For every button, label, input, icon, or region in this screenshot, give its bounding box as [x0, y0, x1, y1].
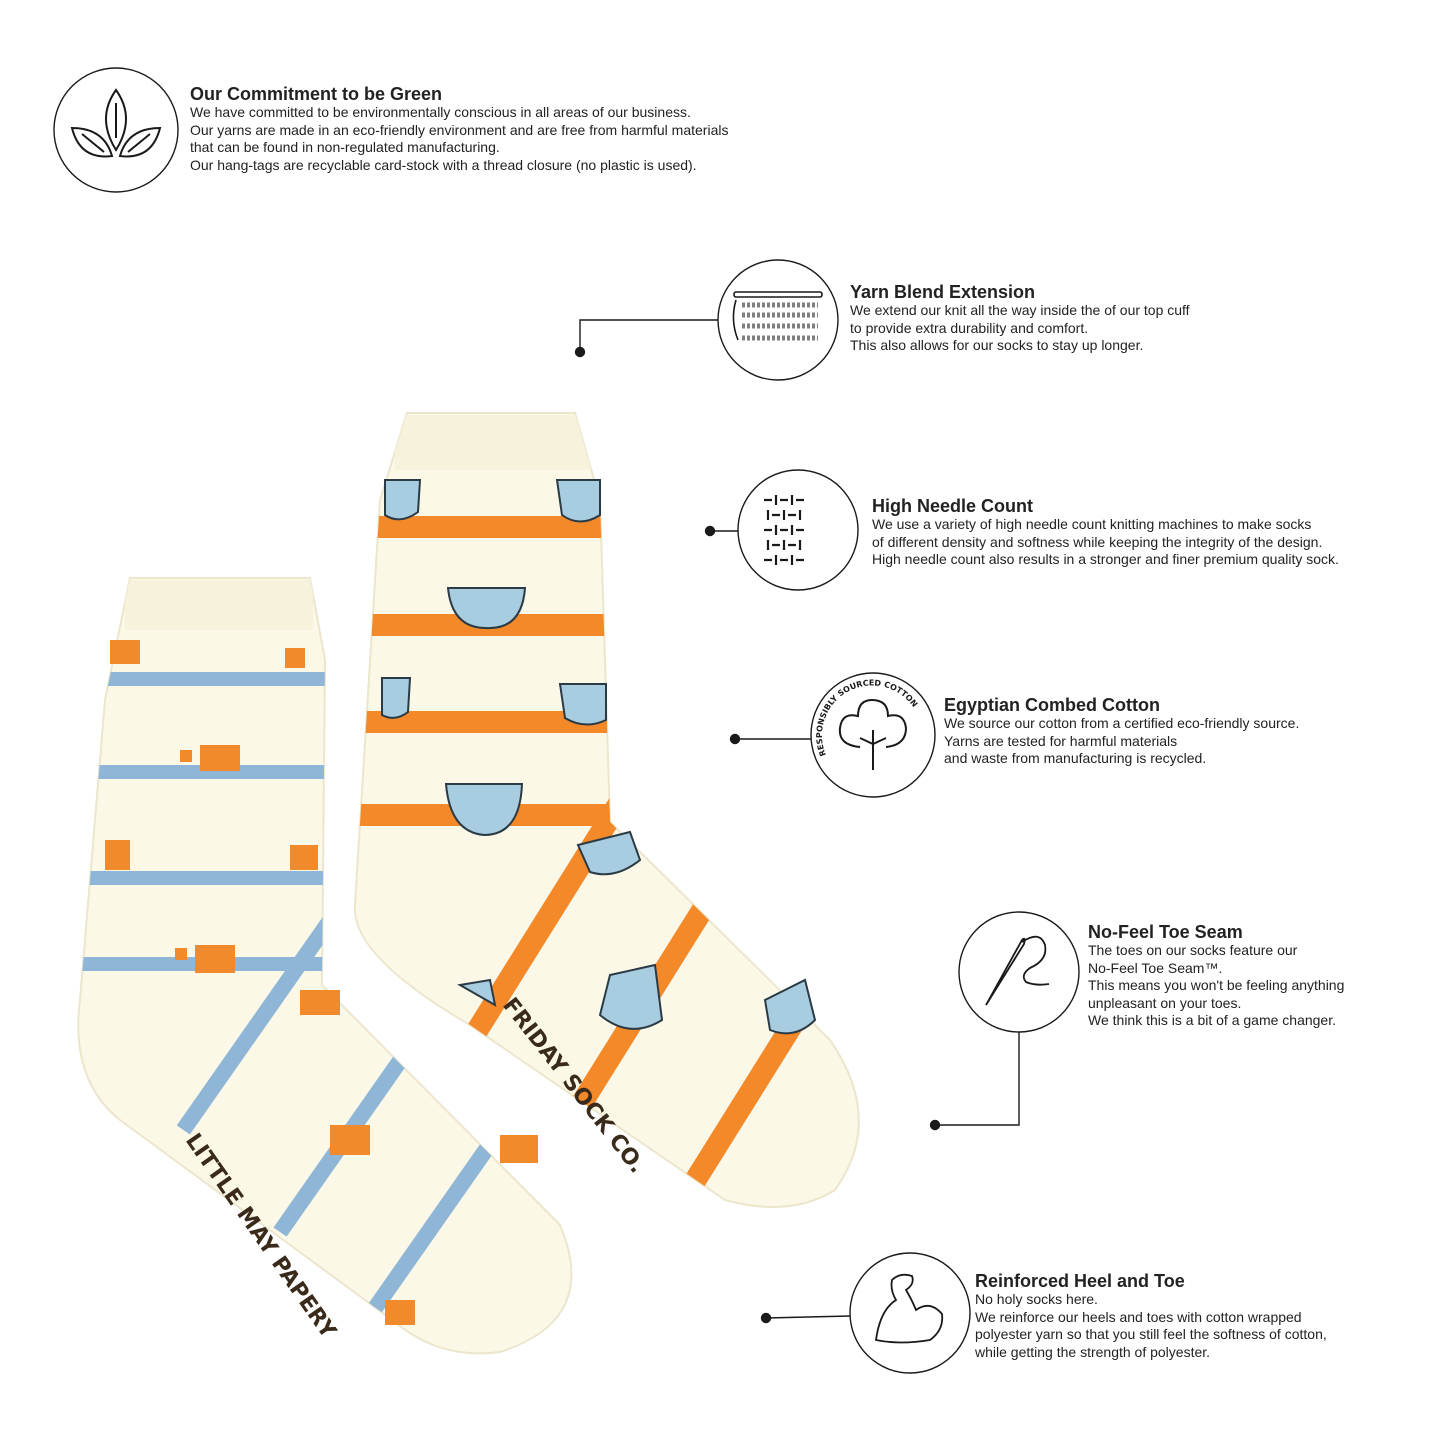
feature-title: High Needle Count [872, 496, 1033, 516]
needle-circle [737, 469, 859, 591]
feature-heel-toe: Reinforced Heel and Toe No holy socks he… [975, 1271, 1327, 1361]
feature-text: The toes on our socks feature our [1088, 942, 1298, 958]
feature-yarn-blend: Yarn Blend Extension We extend our knit … [850, 282, 1190, 355]
feature-needle-count: High Needle Count We use a variety of hi… [872, 496, 1339, 569]
feature-text: High needle count also results in a stro… [872, 551, 1339, 567]
yarn-dot [574, 346, 586, 358]
feature-text: polyester yarn so that you still feel th… [975, 1326, 1327, 1342]
needle-thread-icon [985, 935, 1050, 1006]
needle-dot [704, 525, 716, 537]
yarn-connector [579, 319, 718, 352]
knit-stitch-icon [732, 291, 823, 341]
cotton-dot [729, 733, 741, 745]
leaves-icon [70, 88, 162, 158]
toe-seam-circle [958, 911, 1080, 1033]
feature-text: We source our cotton from a certified ec… [944, 715, 1300, 731]
heel-connector [765, 1315, 851, 1319]
cotton-circle [810, 672, 936, 798]
feature-text: Our yarns are made in an eco-friendly en… [190, 121, 729, 138]
feature-title: Reinforced Heel and Toe [975, 1271, 1185, 1291]
feature-text: Yarns are tested for harmful materials [944, 732, 1178, 749]
feature-text: We reinforce our heels and toes with cot… [975, 1308, 1302, 1325]
feature-text: We extend our knit all the way inside th… [850, 302, 1190, 318]
feature-text: to provide extra durability and comfort. [850, 319, 1089, 336]
feature-toe-seam: No-Feel Toe Seam The toes on our socks f… [1088, 922, 1344, 1030]
feature-title: Our Commitment to be Green [190, 84, 443, 104]
feature-green: Our Commitment to be Green We have commi… [190, 84, 728, 174]
green-circle [53, 67, 179, 193]
feature-title: Yarn Blend Extension [850, 282, 1036, 302]
feature-title: Egyptian Combed Cotton [944, 695, 1160, 715]
feature-text: No holy socks here. [975, 1291, 1098, 1307]
flexed-arm-icon [874, 1273, 944, 1344]
feature-text: Our hang-tags are recyclable card-stock … [190, 156, 697, 173]
feature-cotton: Egyptian Combed Cotton We source our cot… [944, 695, 1299, 768]
feature-text: We think this is a bit of a game changer… [1088, 1012, 1336, 1028]
yarn-circle [717, 259, 839, 381]
needle-grid-icon [764, 495, 804, 565]
feature-text: We have committed to be environmentally … [190, 104, 691, 120]
feature-text: This also allows for our socks to stay u… [850, 337, 1144, 353]
cotton-icon [838, 698, 908, 770]
feature-text: unpleasant on your toes. [1088, 994, 1242, 1011]
toe-seam-dot [929, 1119, 941, 1131]
feature-title: No-Feel Toe Seam [1088, 922, 1243, 942]
feature-text: This means you won't be feeling anything [1088, 977, 1345, 993]
feature-text: that can be found in non-regulated manuf… [190, 139, 500, 155]
feature-text: No-Feel Toe Seam™. [1088, 959, 1223, 976]
heel-dot [760, 1312, 772, 1324]
heel-circle [849, 1252, 971, 1374]
feature-text: while getting the strength of polyester. [975, 1343, 1211, 1360]
feature-text: of different density and softness while … [872, 533, 1323, 550]
toe-seam-connector [935, 1032, 1020, 1126]
feature-text: We use a variety of high needle count kn… [872, 516, 1312, 532]
feature-text: and waste from manufacturing is recycled… [944, 750, 1207, 766]
